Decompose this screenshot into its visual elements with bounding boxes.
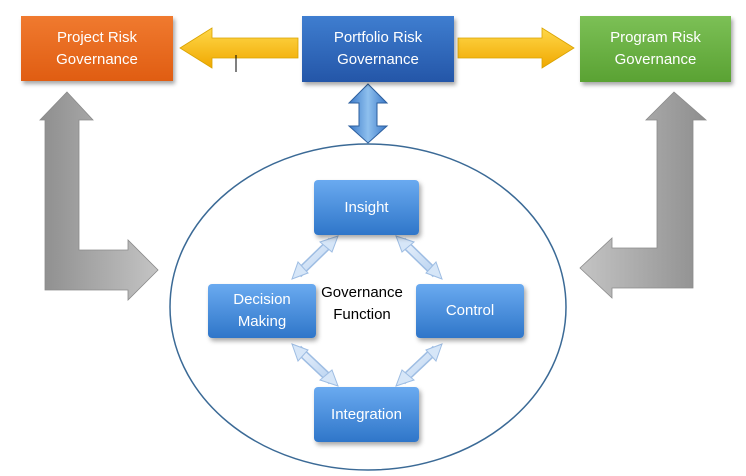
arrow-project-function xyxy=(39,91,159,301)
insight-label: Insight xyxy=(344,198,389,216)
arrow-to-project xyxy=(179,27,299,69)
arrow-decision-integration xyxy=(291,343,339,387)
insight-box: Insight xyxy=(314,180,419,235)
arrow-program-function xyxy=(579,91,708,299)
control-box: Control xyxy=(416,284,524,338)
portfolio-risk-governance-label: Portfolio Risk Governance xyxy=(333,29,423,68)
integration-box: Integration xyxy=(314,387,419,442)
governance-ellipse xyxy=(169,143,567,471)
arrow-insight-decision xyxy=(291,235,339,280)
arrow-to-program xyxy=(457,27,575,69)
program-risk-governance-box: Program Risk Governance xyxy=(580,16,731,82)
integration-label: Integration xyxy=(331,405,402,423)
arrow-portfolio-function xyxy=(347,83,389,144)
program-risk-governance-label: Program Risk Governance xyxy=(610,29,701,68)
decision-making-label: Decision Making xyxy=(233,291,291,330)
arrow-insight-control xyxy=(395,235,443,280)
governance-function-label: Governance Function xyxy=(321,284,403,323)
arrow-control-integration xyxy=(395,343,443,387)
decision-making-box: Decision Making xyxy=(208,284,316,338)
portfolio-risk-governance-box: Portfolio Risk Governance xyxy=(302,16,454,82)
control-label: Control xyxy=(445,302,495,319)
project-risk-governance-label: Project Risk Governance xyxy=(56,28,138,68)
project-risk-governance-box: Project Risk Governance xyxy=(21,16,173,81)
